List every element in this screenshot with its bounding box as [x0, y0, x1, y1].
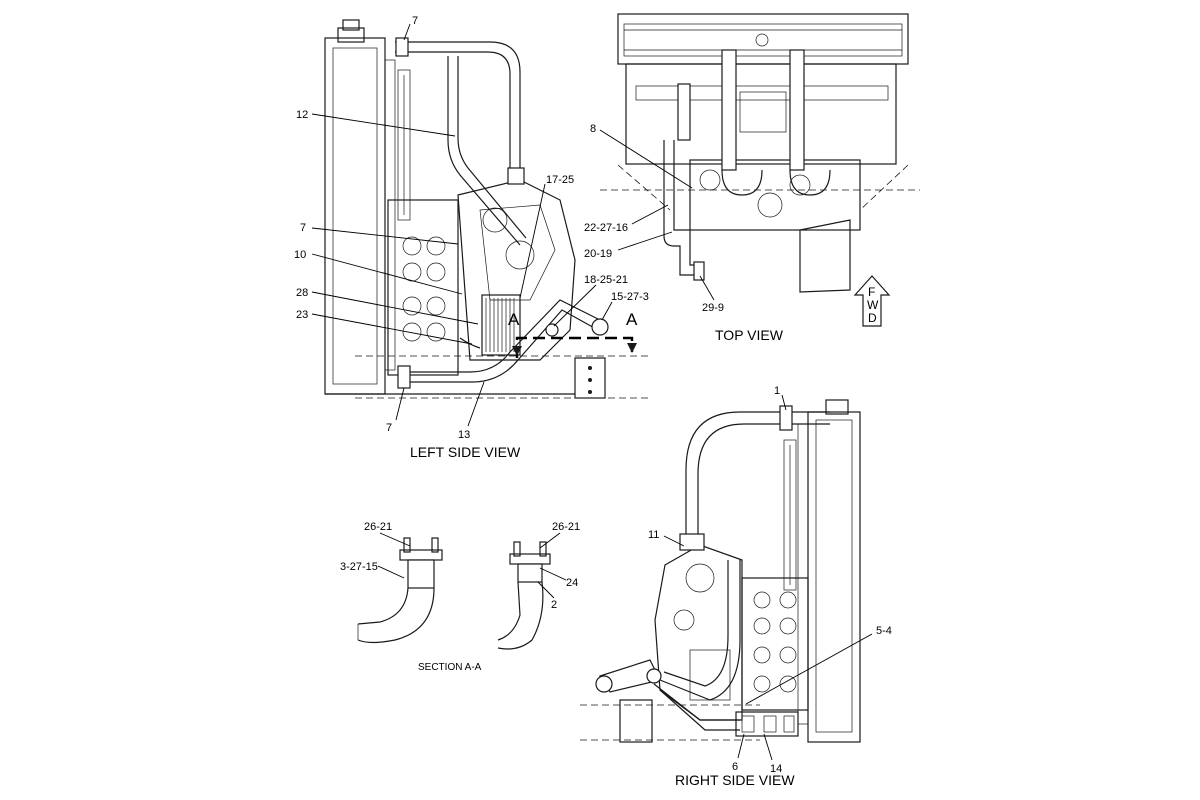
- callout-29-9: 29-9: [702, 302, 724, 314]
- right-side-view-title: RIGHT SIDE VIEW: [675, 772, 795, 788]
- fwd-letter-w: W: [867, 298, 879, 312]
- callout-24: 24: [566, 577, 578, 589]
- callout-2: 2: [551, 599, 557, 611]
- callout-7-mid: 7: [300, 222, 306, 234]
- callout-14: 14: [770, 763, 782, 775]
- callout-23: 23: [296, 309, 308, 321]
- callout-22-27-16: 22-27-16: [584, 222, 628, 234]
- callout-18-25-21: 18-25-21: [584, 274, 628, 286]
- section-marker-right: A: [626, 310, 638, 329]
- callout-26-21-right: 26-21: [552, 521, 580, 533]
- fwd-letter-d: D: [868, 311, 877, 325]
- top-view: F W D 8 22-27-16 20-19 29-9 TOP VIEW: [584, 13, 920, 343]
- top-view-title: TOP VIEW: [715, 327, 784, 343]
- callout-12: 12: [296, 109, 308, 121]
- left-side-view-title: LEFT SIDE VIEW: [410, 444, 521, 460]
- callout-20-19: 20-19: [584, 248, 612, 260]
- section-a-a: 26-21 3-27-15 26-21 24 2 SECTION A-A: [340, 521, 580, 673]
- callout-1: 1: [774, 385, 780, 397]
- fwd-letter-f: F: [868, 285, 875, 299]
- callout-8: 8: [590, 123, 596, 135]
- callout-6: 6: [732, 761, 738, 773]
- callout-13: 13: [458, 429, 470, 441]
- callout-5-4: 5-4: [876, 625, 892, 637]
- section-marker-left: A: [508, 310, 520, 329]
- callout-3-27-15: 3-27-15: [340, 561, 378, 573]
- callout-15-27-3: 15-27-3: [611, 291, 649, 303]
- section-a-a-title: SECTION A-A: [418, 662, 482, 673]
- callout-26-21-left: 26-21: [364, 521, 392, 533]
- callout-28: 28: [296, 287, 308, 299]
- callout-17-25: 17-25: [546, 174, 574, 186]
- left-side-view: A A 7 12 17-25 7 10 28 23 18-25-21 15-27…: [294, 15, 650, 460]
- right-side-view: 1 11 5-4 6 14 RIGHT SIDE VIEW: [580, 385, 892, 788]
- callout-10: 10: [294, 249, 306, 261]
- callout-7-bottom: 7: [386, 422, 392, 434]
- callout-11: 11: [648, 529, 659, 541]
- callout-7-top: 7: [412, 15, 418, 27]
